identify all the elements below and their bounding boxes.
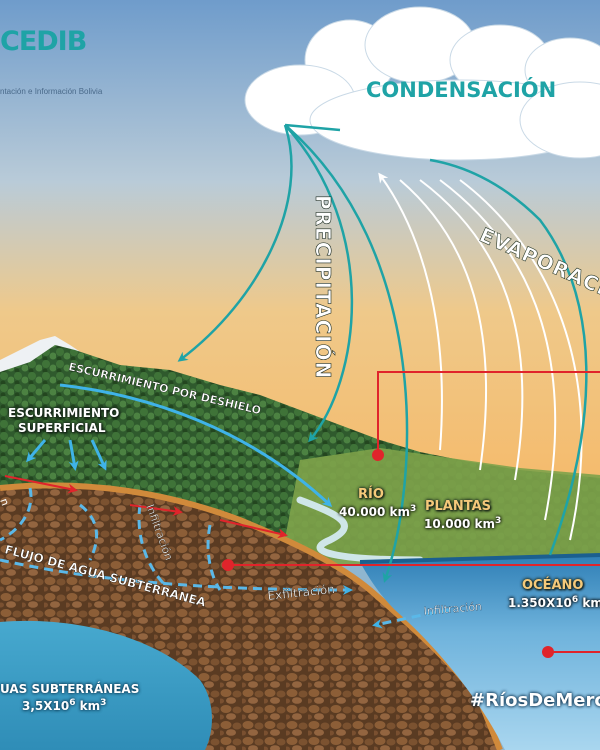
rio-value: 40.000 km3 (339, 504, 416, 519)
superficial-arrows (26, 439, 107, 471)
aguas-value: 3,5X106 km3 (22, 698, 106, 713)
plantas-value: 10.000 km3 (424, 516, 501, 531)
aguas-unit-sup: 3 (100, 698, 107, 708)
rio-label: RÍO (358, 487, 384, 502)
infiltracion-ocean-label: Infiltración (423, 600, 483, 618)
surface-flow-arrows (4, 475, 288, 539)
annotation-lines (228, 371, 600, 653)
oceano-value: 1.350X106 km (508, 595, 600, 610)
deshielo-arrow (59, 383, 333, 508)
oceano-label: OCÉANO (522, 578, 584, 593)
brand-logo: CEDIB (0, 26, 87, 57)
hashtag-label: #RíosDeMerc (470, 690, 600, 711)
rio-value-text: 40.000 km (339, 505, 410, 519)
groundwater-flow (0, 487, 451, 629)
oceano-unit: km (582, 596, 600, 610)
aguas-subterraneas-label: UAS SUBTERRÁNEAS (0, 682, 140, 696)
river (296, 496, 424, 564)
ocean (360, 555, 600, 750)
aguas-unit: km (75, 699, 101, 713)
evaporation-arrows (378, 172, 583, 541)
rio-unit-sup: 3 (409, 504, 417, 514)
precipitacion-label: PRECIPITACIÓN (311, 195, 335, 379)
plantas-unit-sup: 3 (494, 516, 502, 526)
precipitation-arrows (177, 123, 409, 583)
condensacion-label: CONDENSACIÓN (366, 78, 557, 102)
left-cut-label: n (0, 497, 12, 508)
escurrimiento-superficial-line2: SUPERFICIAL (18, 421, 106, 435)
evaporation-ocean-arrow (429, 158, 588, 556)
rio-marker (372, 449, 384, 461)
plantas-value-text: 10.000 km (424, 517, 495, 531)
oceano-exp: 6 (571, 595, 579, 605)
ocean-surface (359, 553, 600, 564)
cloud (244, 6, 600, 161)
aguas-exp: 6 (69, 698, 76, 708)
oceano-marker (542, 646, 554, 658)
valley-plain (280, 448, 600, 565)
aquifer (0, 620, 212, 750)
oceano-value-text: 1.350X10 (508, 596, 572, 610)
escurrimiento-superficial-line1: ESCURRIMIENTO (8, 406, 120, 420)
aguas-value-text: 3,5X10 (22, 699, 70, 713)
plantas-marker (222, 559, 234, 571)
plantas-label: PLANTAS (425, 499, 492, 514)
brand-tagline: ntación e Información Bolivia (0, 87, 103, 96)
